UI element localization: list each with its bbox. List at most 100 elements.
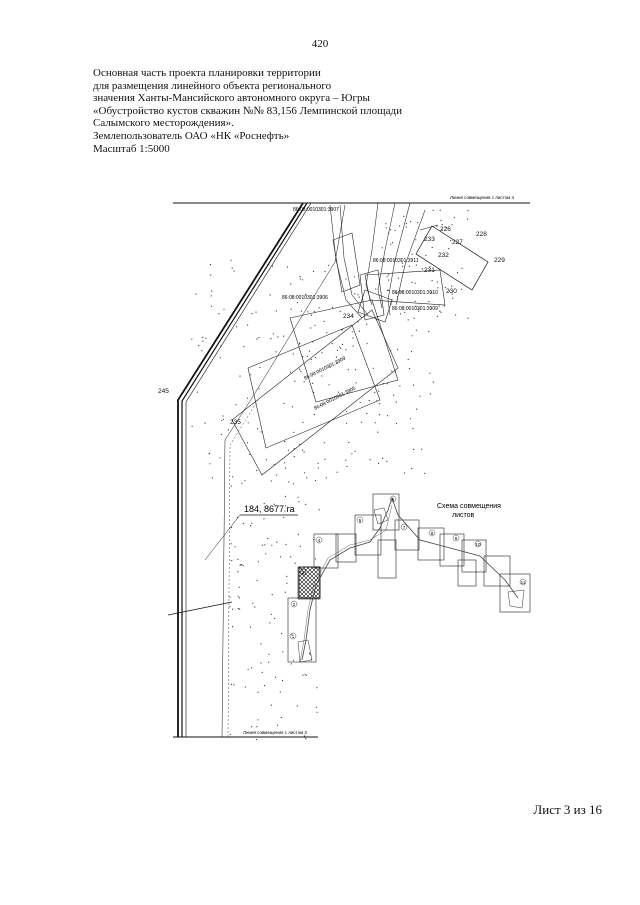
stipple-dot — [312, 270, 315, 272]
stipple-dot — [388, 289, 390, 292]
stipple-dot — [388, 279, 390, 281]
stipple-dot — [299, 368, 301, 370]
stipple-dot — [374, 391, 376, 393]
stipple-dot — [235, 404, 237, 406]
stipple-dot — [318, 307, 320, 309]
stipple-dot — [366, 412, 368, 415]
stipple-dot — [326, 332, 328, 334]
stipple-dot — [418, 308, 420, 310]
stipple-dot — [398, 225, 401, 227]
stipple-dot — [314, 311, 316, 313]
stipple-dot — [292, 483, 294, 485]
stipple-dot — [312, 382, 314, 384]
stipple-dot — [385, 227, 387, 229]
stipple-dot — [300, 310, 302, 312]
stipple-dot — [272, 265, 274, 267]
stipple-dot — [260, 643, 262, 645]
scheme-sheet-number: 10 — [475, 542, 481, 547]
stipple-dot — [209, 264, 211, 266]
stipple-dot — [243, 346, 245, 348]
point-label: 231 — [424, 267, 435, 274]
stipple-dot — [277, 336, 279, 338]
stipple-dot — [305, 674, 307, 676]
stipple-dot — [265, 553, 267, 555]
stipple-dot — [267, 537, 269, 540]
stipple-dot — [237, 595, 239, 597]
parcel-label: 86:08:0010301:3909 — [392, 306, 438, 312]
stipple-dot — [408, 368, 411, 370]
stipple-dot — [429, 393, 431, 395]
stipple-dot — [354, 293, 356, 295]
stipple-dot — [246, 442, 249, 444]
stipple-dot — [191, 425, 193, 427]
stipple-dot — [241, 482, 243, 484]
stipple-dot — [293, 456, 295, 458]
stipple-dot — [401, 262, 403, 264]
stipple-dot — [414, 300, 416, 302]
stipple-dot — [261, 671, 263, 674]
stipple-dot — [195, 293, 197, 295]
point-label: 233 — [424, 236, 435, 243]
stipple-dot — [457, 272, 459, 274]
stipple-dot — [341, 343, 344, 346]
scheme-title: Схема совмещения — [437, 503, 501, 510]
bottom-match-line-label: Линия совмещения с листом 2 — [243, 730, 307, 735]
stipple-dot — [304, 735, 306, 737]
stipple-dot — [300, 370, 302, 372]
stipple-dot — [219, 457, 221, 459]
stipple-dot — [308, 652, 311, 654]
stipple-dot — [323, 442, 325, 444]
stipple-dot — [309, 654, 311, 656]
stipple-dot — [257, 691, 259, 694]
stipple-dot — [440, 311, 442, 313]
stipple-dot — [466, 218, 469, 220]
stipple-dot — [302, 674, 304, 676]
stipple-dot — [283, 516, 285, 518]
scheme-sheet-number: 5 — [359, 518, 362, 523]
stipple-dot — [405, 226, 407, 228]
stipple-dot — [274, 617, 276, 620]
stipple-dot — [315, 357, 317, 359]
stipple-dot — [257, 719, 259, 721]
stipple-dot — [286, 582, 288, 584]
stipple-dot — [242, 522, 244, 525]
stipple-dot — [358, 296, 360, 298]
stipple-dot — [381, 247, 383, 249]
stipple-dot — [318, 509, 320, 511]
point-label: 235 — [230, 419, 241, 426]
stipple-dot — [263, 685, 266, 687]
stipple-dot — [268, 661, 270, 663]
stipple-dot — [238, 586, 240, 588]
stipple-dot — [431, 246, 433, 248]
stipple-dot — [387, 274, 390, 276]
stipple-dot — [290, 556, 292, 558]
stipple-dot — [261, 544, 263, 546]
stipple-dot — [230, 683, 233, 686]
boundary-points: 226 228 233 227 232 229 231 230 234 245 … — [158, 226, 505, 426]
stipple-dot — [439, 310, 441, 312]
stipple-dot — [292, 353, 294, 355]
stipple-dot — [310, 358, 312, 361]
stipple-dot — [441, 228, 443, 231]
header-line: значения Ханты-Мансийского автономного о… — [93, 92, 370, 105]
stipple-dot — [390, 243, 392, 245]
stipple-dot — [252, 602, 254, 604]
stipple-dot — [316, 711, 318, 713]
stipple-dot — [331, 306, 333, 308]
stipple-dot — [285, 505, 287, 507]
stipple-dot — [232, 476, 234, 478]
stipple-dot — [285, 467, 287, 469]
stipple-dot — [258, 388, 260, 390]
point-label: 229 — [494, 257, 505, 264]
stipple-dot — [310, 327, 312, 329]
header-line: Основная часть проекта планировки террит… — [93, 67, 321, 79]
stipple-dot — [246, 397, 249, 399]
stipple-dot — [301, 449, 304, 451]
stipple-dot — [281, 632, 283, 635]
stipple-dot — [404, 472, 406, 474]
stipple-dot — [237, 608, 239, 610]
stipple-dot — [328, 264, 330, 266]
stipple-dot — [270, 338, 272, 340]
stipple-dot — [285, 543, 287, 546]
stipple-dot — [256, 579, 258, 582]
